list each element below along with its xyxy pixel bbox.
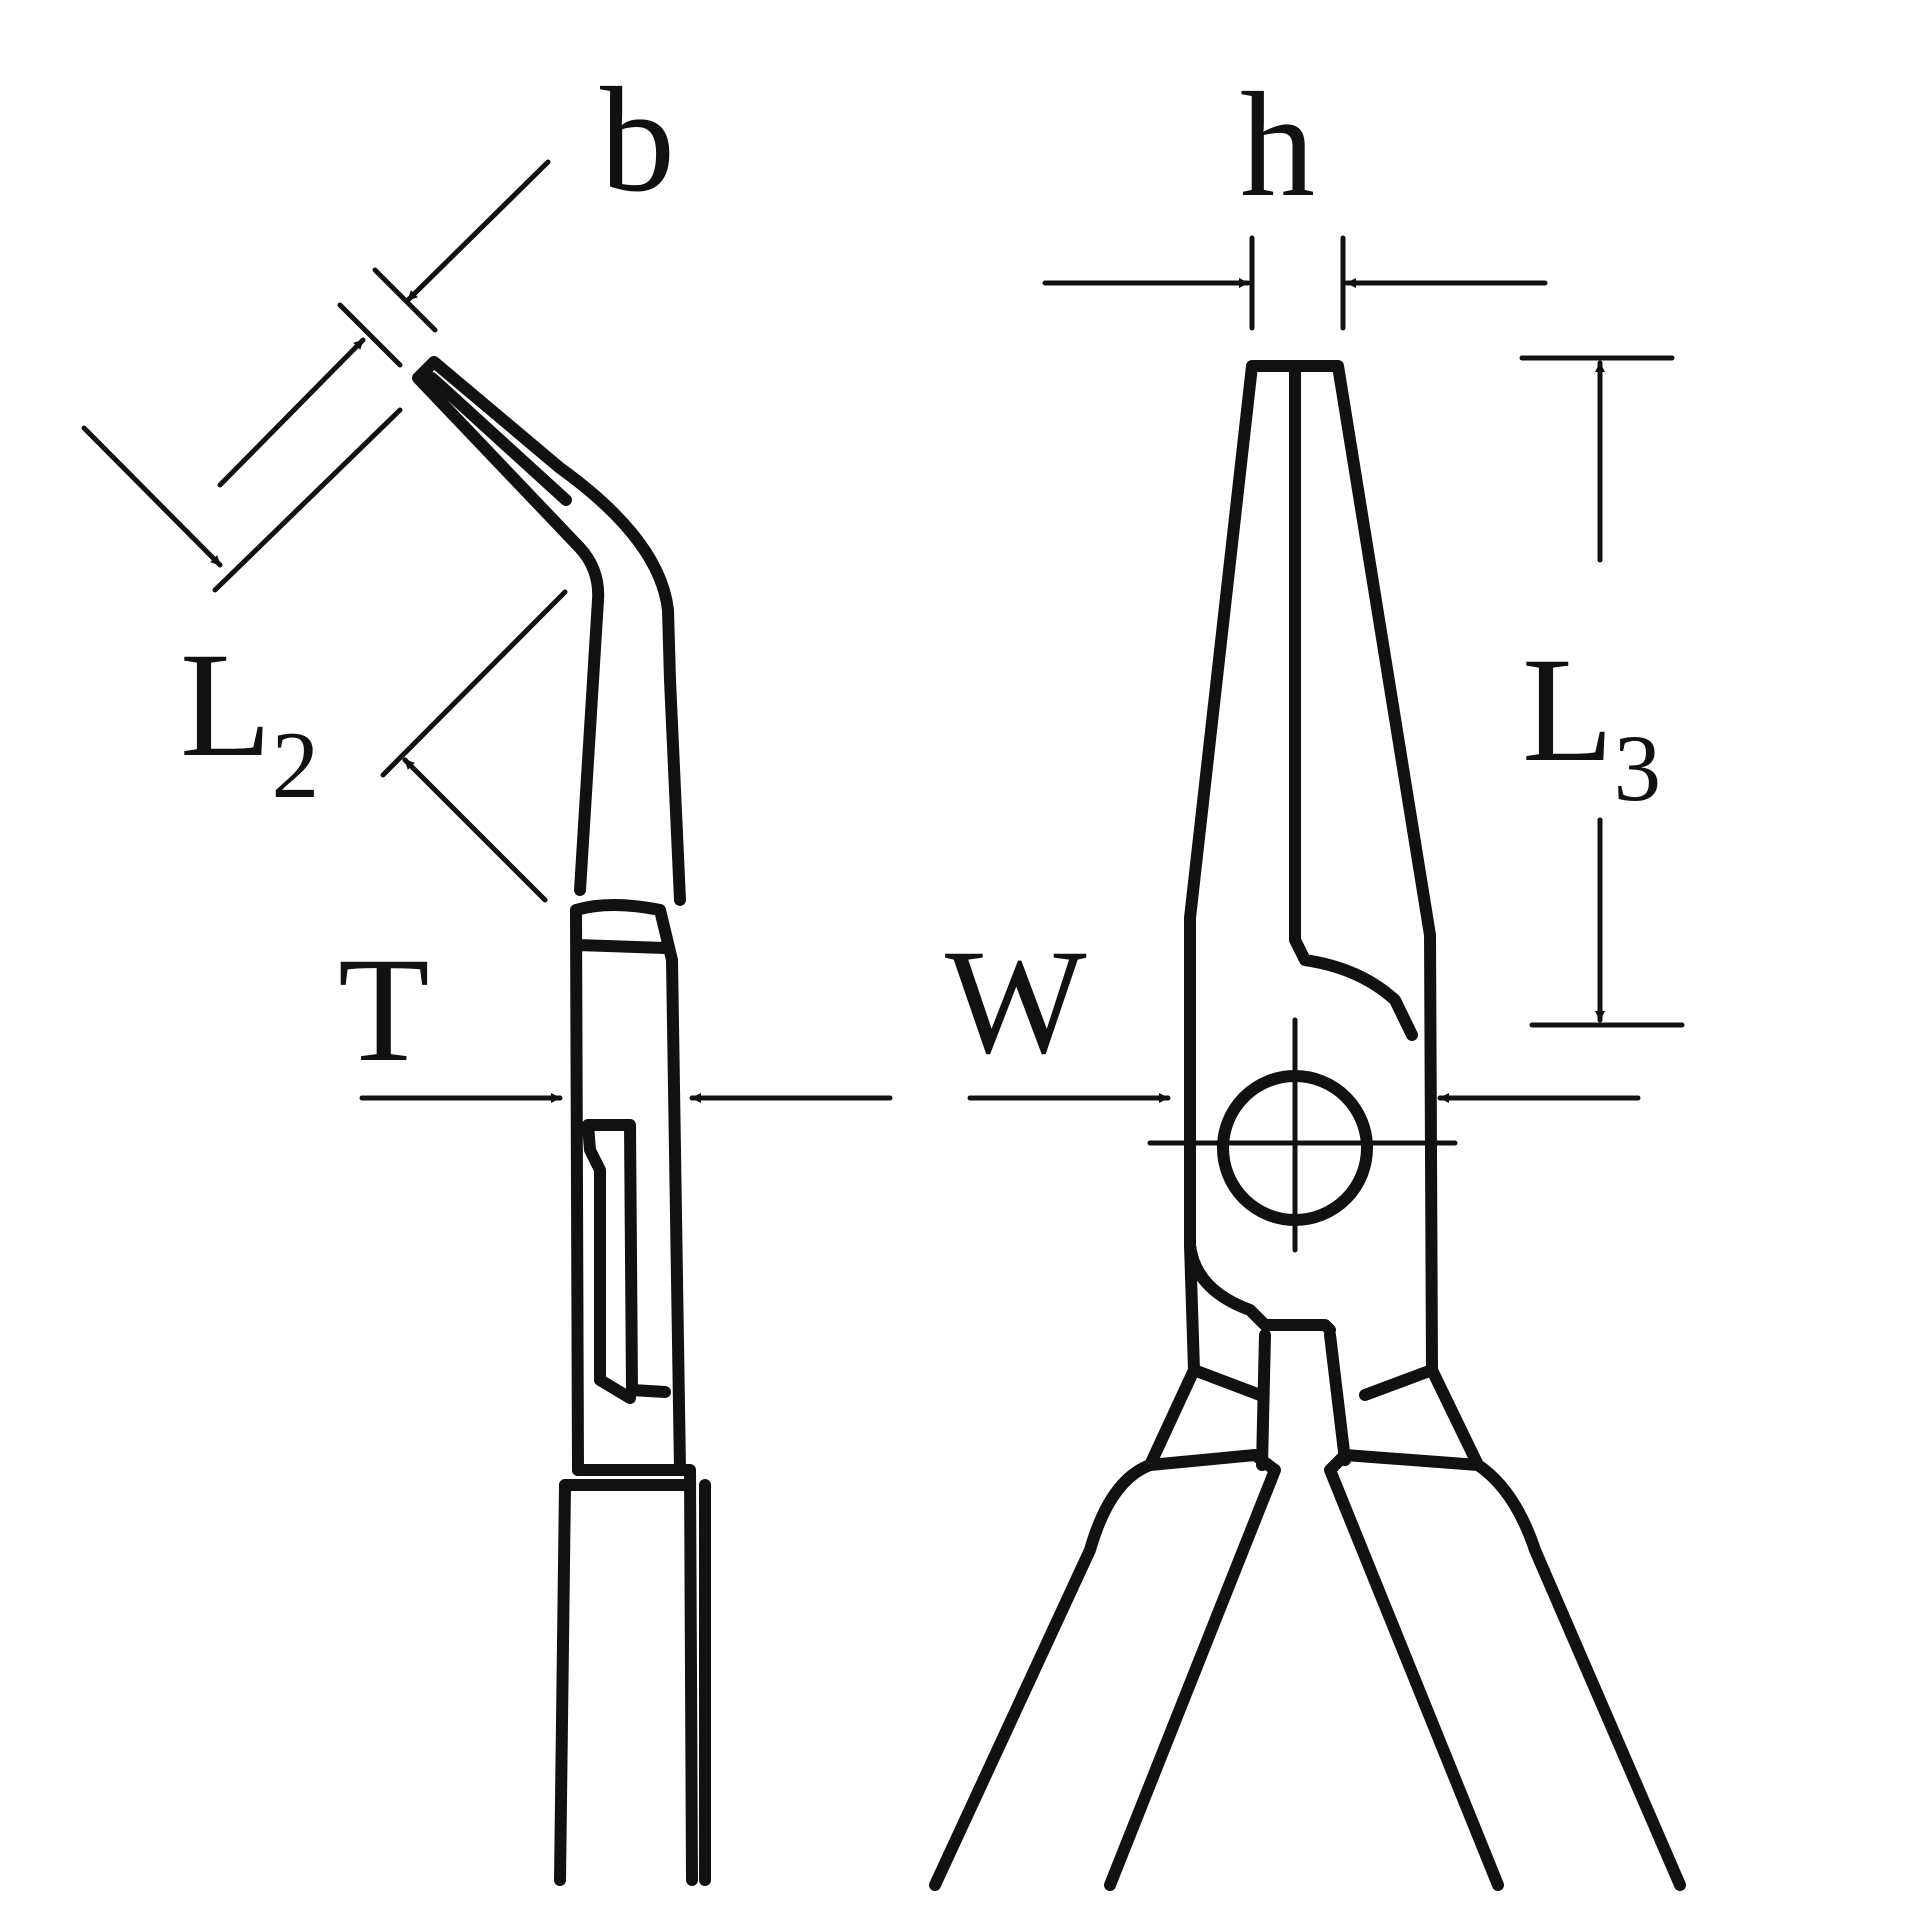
side-view-joint-body: [570, 899, 686, 1476]
side-view-nose-slot: [426, 372, 572, 506]
b-arrow: [405, 159, 551, 303]
dimension-L2: [81, 337, 568, 903]
dimension-L3: [1519, 355, 1685, 1028]
side-view-bent-nose: [412, 356, 686, 906]
label-b: b: [600, 57, 675, 223]
label-L2: L2: [180, 622, 319, 818]
front-view-left-handle: [929, 1449, 1281, 1891]
label-L2-main: L: [180, 622, 272, 788]
dimension-W: [967, 1093, 1641, 1146]
label-L2-sub: 2: [272, 712, 320, 818]
b-extension-line-inner: [337, 302, 403, 368]
pivot-screw: [1217, 1017, 1373, 1253]
dimension-h: [1042, 235, 1548, 331]
side-view-handle: [554, 1464, 711, 1886]
b-extension-line-outer: [372, 267, 438, 333]
side-view-pliers: [412, 356, 711, 1886]
front-view-right-handle: [1324, 1449, 1686, 1891]
L2-arrow-lower: [402, 757, 548, 903]
L2-extension-line-bottom: [380, 589, 568, 778]
L2-extension-line-top: [212, 407, 403, 593]
label-T: T: [338, 927, 430, 1093]
label-L3-sub: 3: [1614, 715, 1662, 821]
front-view-pliers: [929, 360, 1686, 1891]
L2-arrow-upper: [81, 425, 223, 568]
label-L3-main: L: [1522, 627, 1614, 793]
label-h: h: [1240, 62, 1315, 228]
dimension-b: [337, 159, 551, 368]
L2-arrow-top: [217, 337, 366, 488]
label-L3: L3: [1522, 627, 1661, 821]
label-W: W: [945, 919, 1087, 1085]
front-view-jaws: [1184, 360, 1438, 1376]
front-view-throat: [1144, 1239, 1484, 1471]
